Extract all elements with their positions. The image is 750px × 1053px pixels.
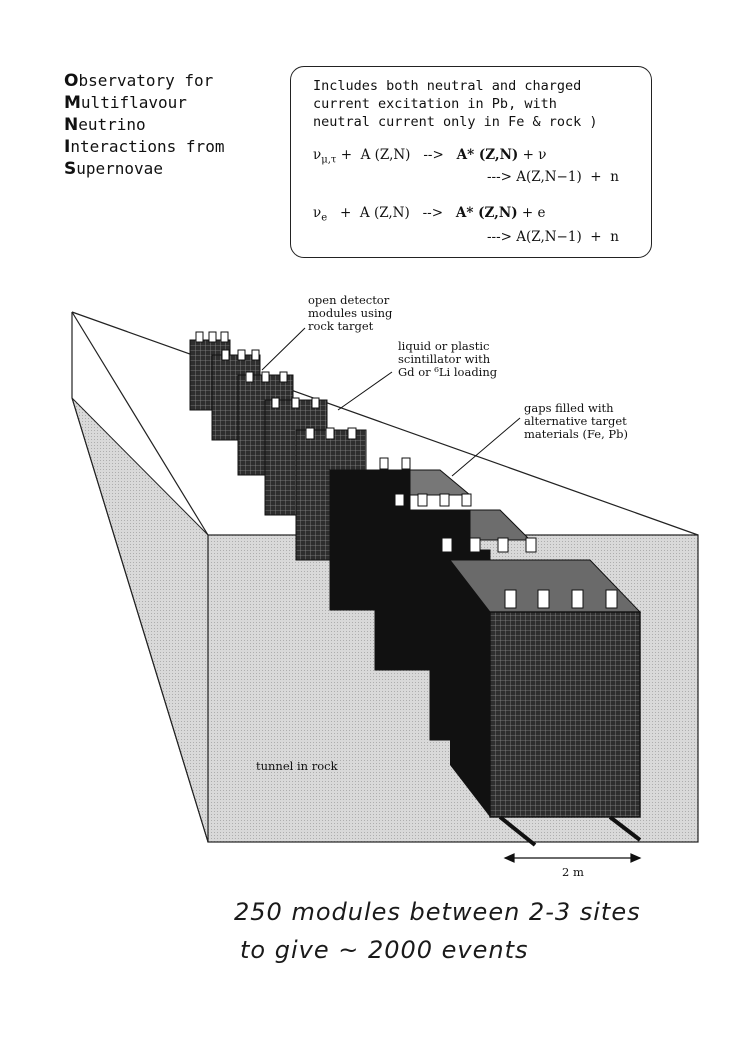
label-tunnel: tunnel in rock [256, 759, 338, 773]
omnis-acronym: Observatory for Multiflavour Neutrino In… [64, 70, 224, 180]
reaction-equation-e: νe + A (Z,N) --> A* (Z,N) + e [313, 205, 546, 224]
handwritten-note: to give ~ 2000 events [240, 936, 529, 964]
reaction-decay-line: ---> A(Z,N−1) + n [487, 169, 619, 185]
leader-lines [261, 327, 521, 477]
reaction-equation-mu-tau: νμ,τ + A (Z,N) --> A* (Z,N) + ν [313, 147, 547, 166]
scale-bar [503, 853, 642, 863]
detector-module-front [448, 559, 642, 847]
label-open-detector: open detector modules using rock target [308, 293, 393, 333]
label-scintillator: liquid or plastic scintillator with Gd o… [398, 339, 498, 379]
acronym-line: Observatory for [64, 71, 214, 91]
photomultiplier-tubes [195, 331, 618, 609]
acronym-line: Interactions from [64, 137, 225, 157]
acronym-line: Multiflavour [64, 93, 187, 113]
reaction-box: Includes both neutral and charged curren… [290, 66, 652, 258]
acronym-line: Supernovae [64, 159, 163, 179]
label-gaps: gaps filled with alternative target mate… [524, 401, 628, 441]
acronym-line: Neutrino [64, 115, 146, 135]
scale-label: 2 m [562, 865, 584, 879]
handwritten-note: 250 modules between 2-3 sites [234, 898, 641, 926]
reaction-description: Includes both neutral and charged curren… [313, 78, 598, 130]
reaction-decay-line: ---> A(Z,N−1) + n [487, 229, 619, 245]
